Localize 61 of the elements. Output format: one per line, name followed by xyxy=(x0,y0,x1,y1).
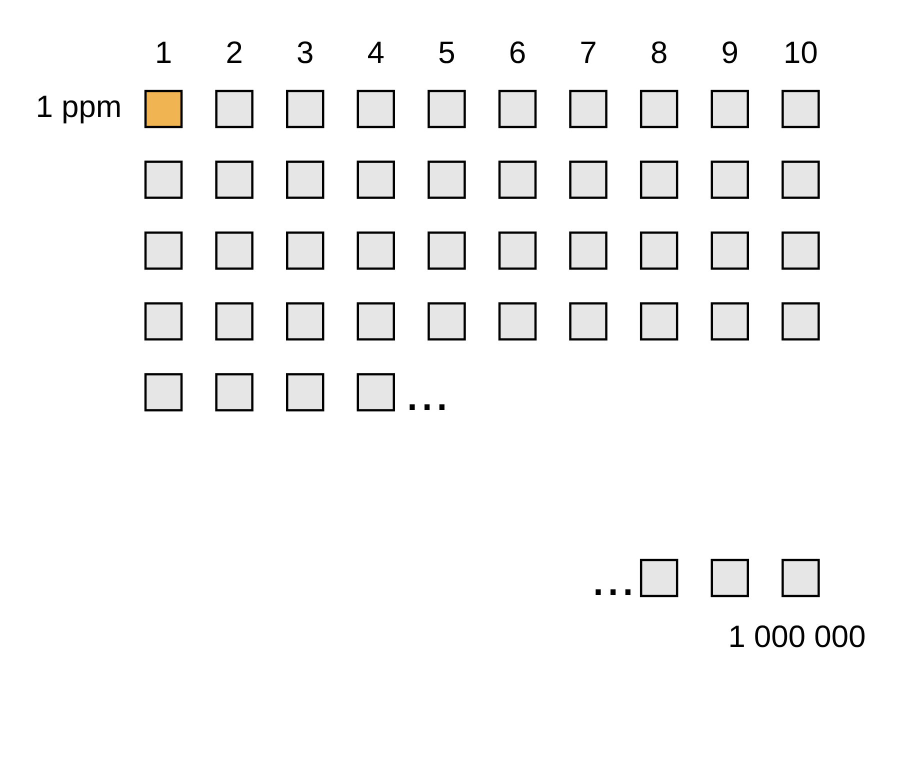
grid-square xyxy=(428,231,466,270)
highlighted-square xyxy=(144,90,183,128)
grid-square xyxy=(356,90,395,128)
grid-square xyxy=(710,558,749,598)
grid-square xyxy=(356,373,395,412)
grid-square xyxy=(286,373,324,412)
grid-square xyxy=(498,90,537,128)
column-number: 1 xyxy=(157,42,171,63)
grid-square xyxy=(286,231,324,270)
grid-square xyxy=(356,231,395,270)
grid-square xyxy=(428,90,466,128)
column-number: 6 xyxy=(510,41,525,64)
grid-square xyxy=(710,231,749,270)
grid-square xyxy=(782,558,820,598)
grid-square xyxy=(640,558,678,598)
grid-square xyxy=(144,373,183,412)
grid-square xyxy=(569,302,608,341)
grid-square xyxy=(286,160,324,199)
grid-square xyxy=(144,160,183,199)
grid-square xyxy=(640,160,678,199)
column-number: 10 xyxy=(786,41,817,64)
grid-square xyxy=(498,160,537,199)
grid-square xyxy=(428,302,466,341)
grid-square xyxy=(569,231,608,270)
grid-square xyxy=(782,231,820,270)
grid-square xyxy=(569,90,608,128)
grid-square xyxy=(640,231,678,270)
grid-square xyxy=(286,90,324,128)
grid-square xyxy=(782,302,820,341)
grid-square xyxy=(569,160,608,199)
grid-square xyxy=(215,160,254,199)
grid-square xyxy=(215,302,254,341)
grid-square xyxy=(144,231,183,270)
column-number: 5 xyxy=(439,42,454,64)
grid-square xyxy=(215,90,254,128)
grid-square xyxy=(356,302,395,341)
column-number: 7 xyxy=(581,42,596,63)
grid-square xyxy=(286,302,324,341)
grid-square xyxy=(215,373,254,412)
grid-square xyxy=(782,90,820,128)
column-number: 4 xyxy=(368,42,384,63)
column-number: 9 xyxy=(722,41,738,64)
grid-square xyxy=(710,90,749,128)
grid-square xyxy=(498,302,537,341)
grid-square xyxy=(144,302,183,341)
grid-square xyxy=(710,160,749,199)
column-number: 3 xyxy=(298,41,312,64)
grid-square xyxy=(782,160,820,199)
ellipsis: ... xyxy=(596,589,630,595)
unit-label: 1 ppm xyxy=(38,96,120,124)
grid-square xyxy=(640,90,678,128)
grid-square xyxy=(640,302,678,341)
ellipsis: ... xyxy=(410,404,444,410)
column-number: 2 xyxy=(227,41,242,63)
count-label: 1 000 000 xyxy=(730,625,865,648)
grid-square xyxy=(498,231,537,270)
grid-square xyxy=(428,160,466,199)
grid-square xyxy=(710,302,749,341)
grid-square xyxy=(356,160,395,199)
grid-square xyxy=(215,231,254,270)
column-number: 8 xyxy=(652,41,666,64)
